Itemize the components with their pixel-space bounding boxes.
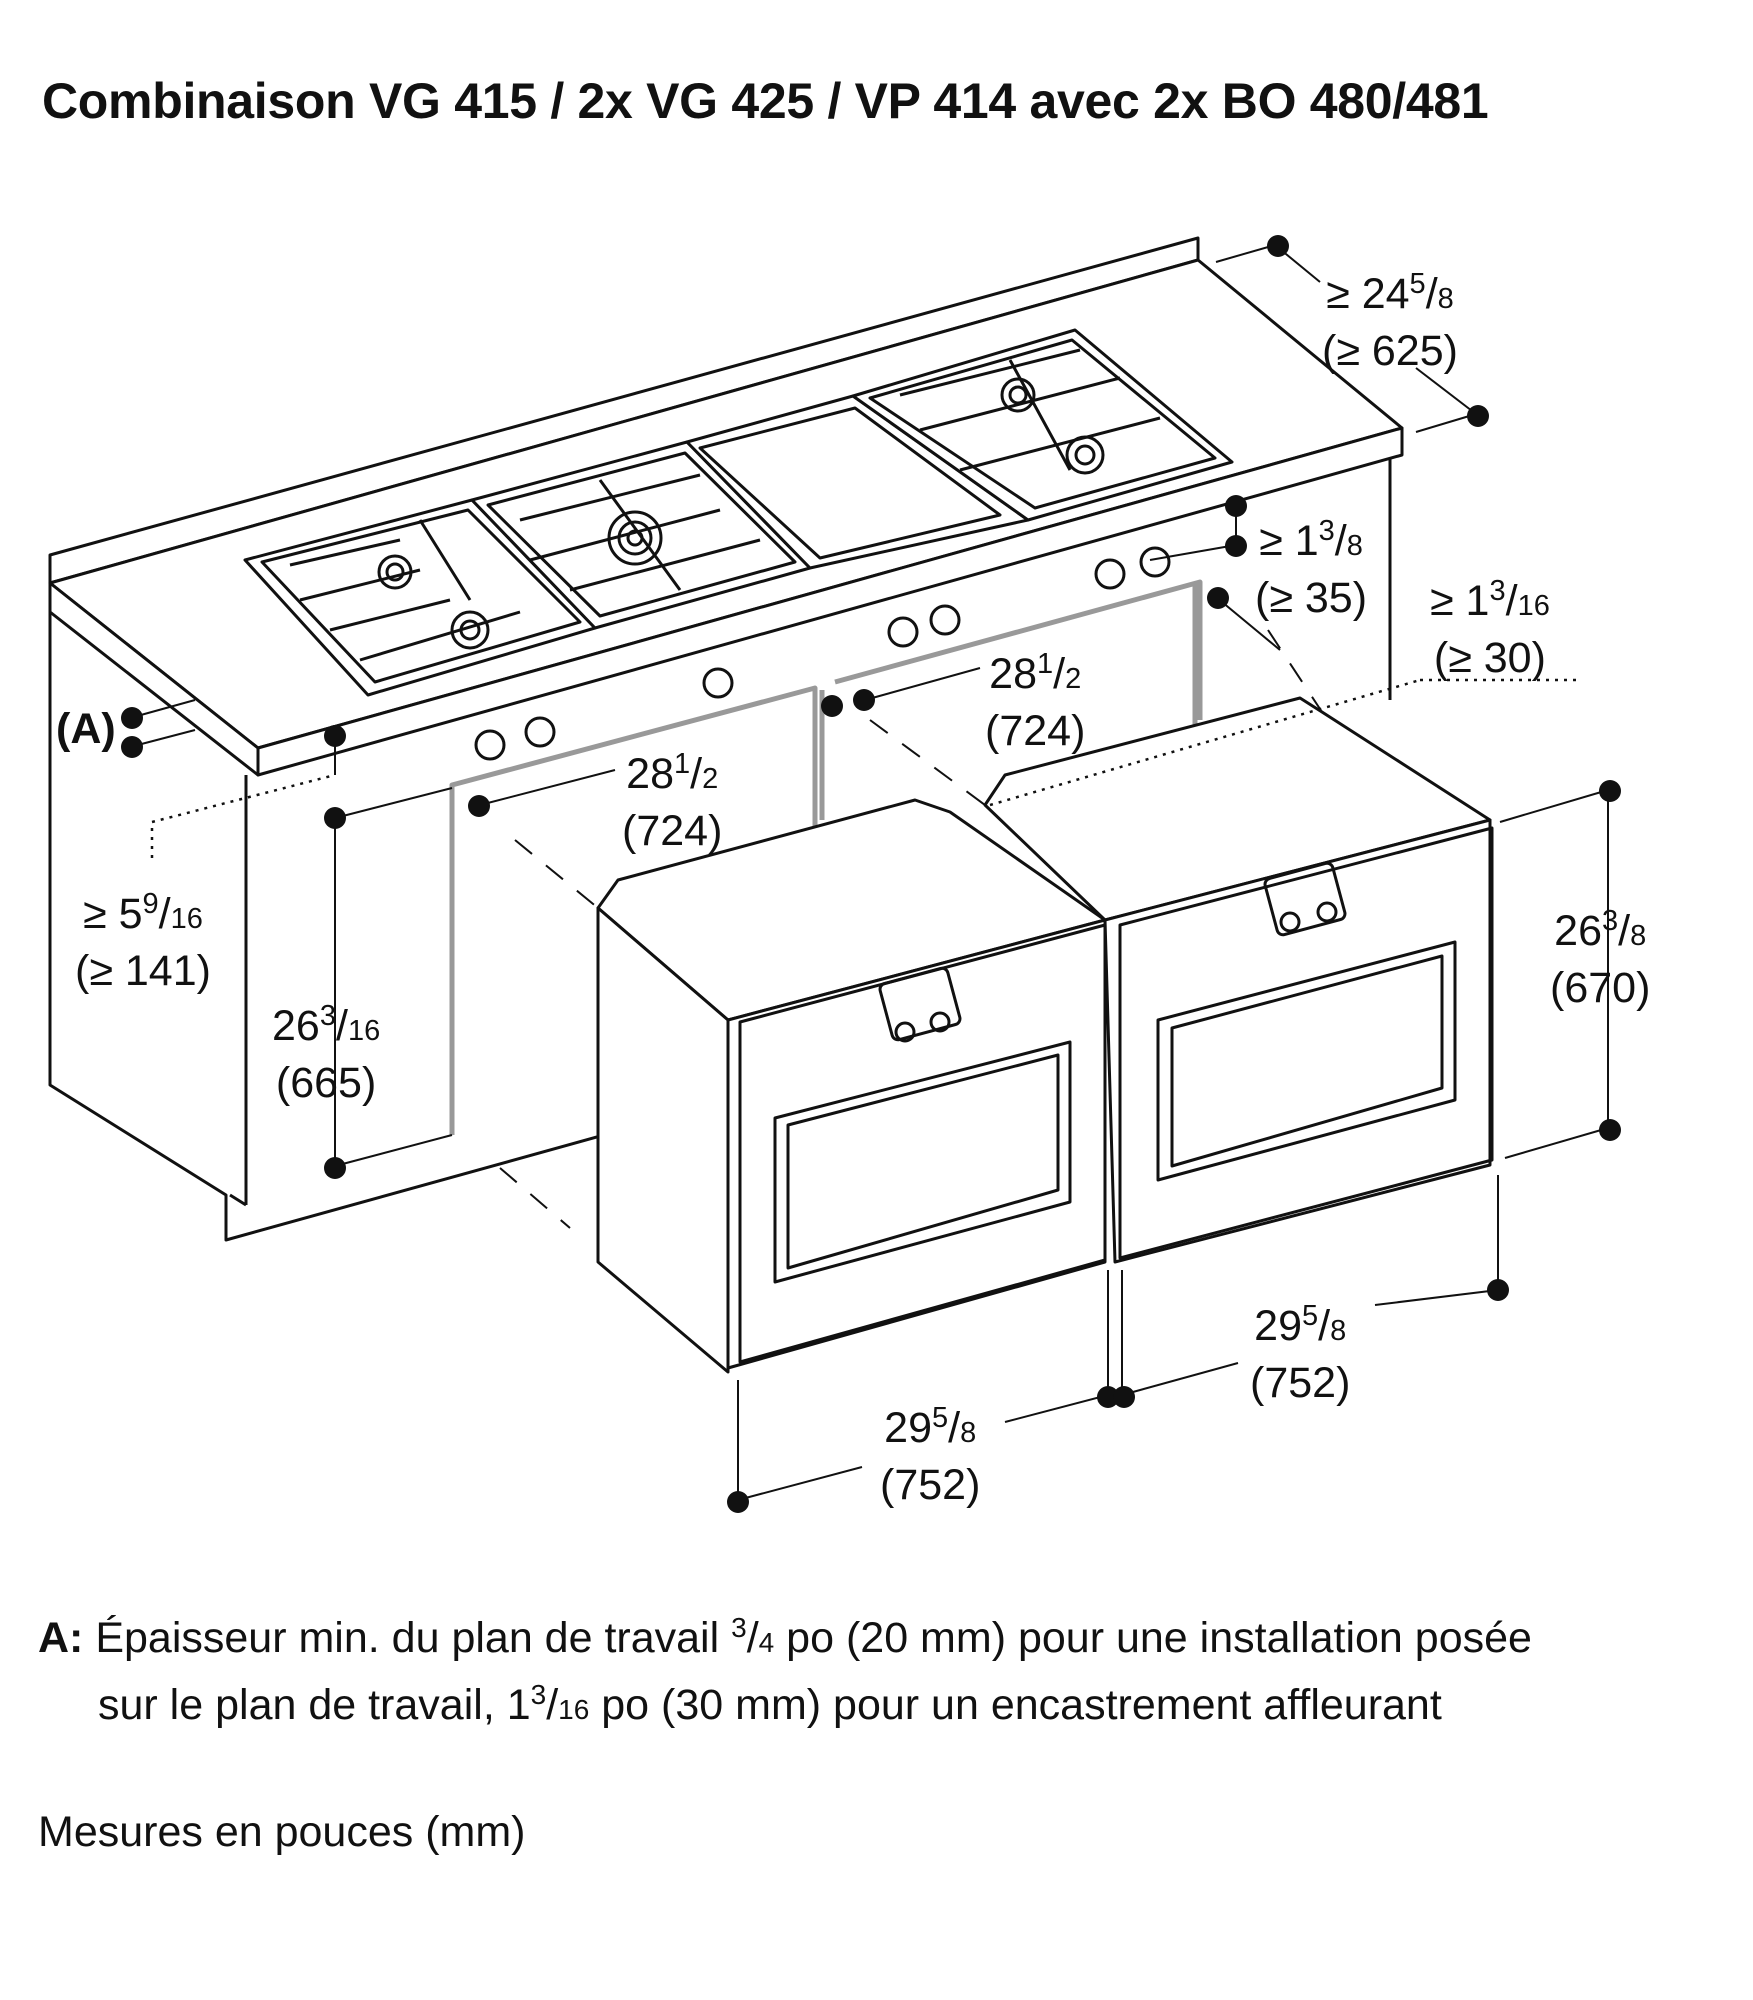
cooktop-vg415 (243, 498, 597, 697)
cabinet (48, 458, 1392, 1242)
units-note: Mesures en pouces (mm) (38, 1808, 526, 1856)
dim-left-offset: ≥ 59/16(≥ 141) (75, 888, 211, 995)
dim-side-gap: ≥ 13/16(≥ 30) (1430, 575, 1550, 682)
dim-depth: ≥ 245/8(≥ 625) (1322, 268, 1458, 375)
cooktop-vg425 (470, 440, 812, 630)
dotted-lines (150, 678, 1580, 858)
dimension-lines (129, 244, 1609, 1501)
oven-left (596, 798, 1107, 1374)
dim-niche-height: 263/16(665) (272, 1000, 381, 1107)
cooktop-vg425-right (851, 328, 1234, 522)
page-title: Combinaison VG 415 / 2x VG 425 / VP 414 … (42, 73, 1489, 129)
dim-niche-width-left: 281/2(724) (622, 748, 723, 855)
dimension-dots (121, 235, 1621, 1513)
dim-oven-width-left: 295/8(752) (880, 1402, 981, 1509)
footnote-a: A: Épaisseur min. du plan de travail 3/4… (38, 1612, 1532, 1729)
dim-niche-width-right: 281/2(724) (985, 648, 1086, 755)
control-knobs (474, 546, 1171, 761)
dim-oven-height: 263/8(670) (1550, 905, 1651, 1012)
callout-a: (A) (56, 705, 116, 753)
dim-top-gap: ≥ 13/8(≥ 35) (1255, 515, 1368, 622)
guide-lines (499, 629, 1323, 1229)
dim-oven-width-right: 295/8(752) (1250, 1300, 1351, 1407)
footnote-key: A: (38, 1614, 84, 1662)
oven-right (983, 696, 1494, 1264)
